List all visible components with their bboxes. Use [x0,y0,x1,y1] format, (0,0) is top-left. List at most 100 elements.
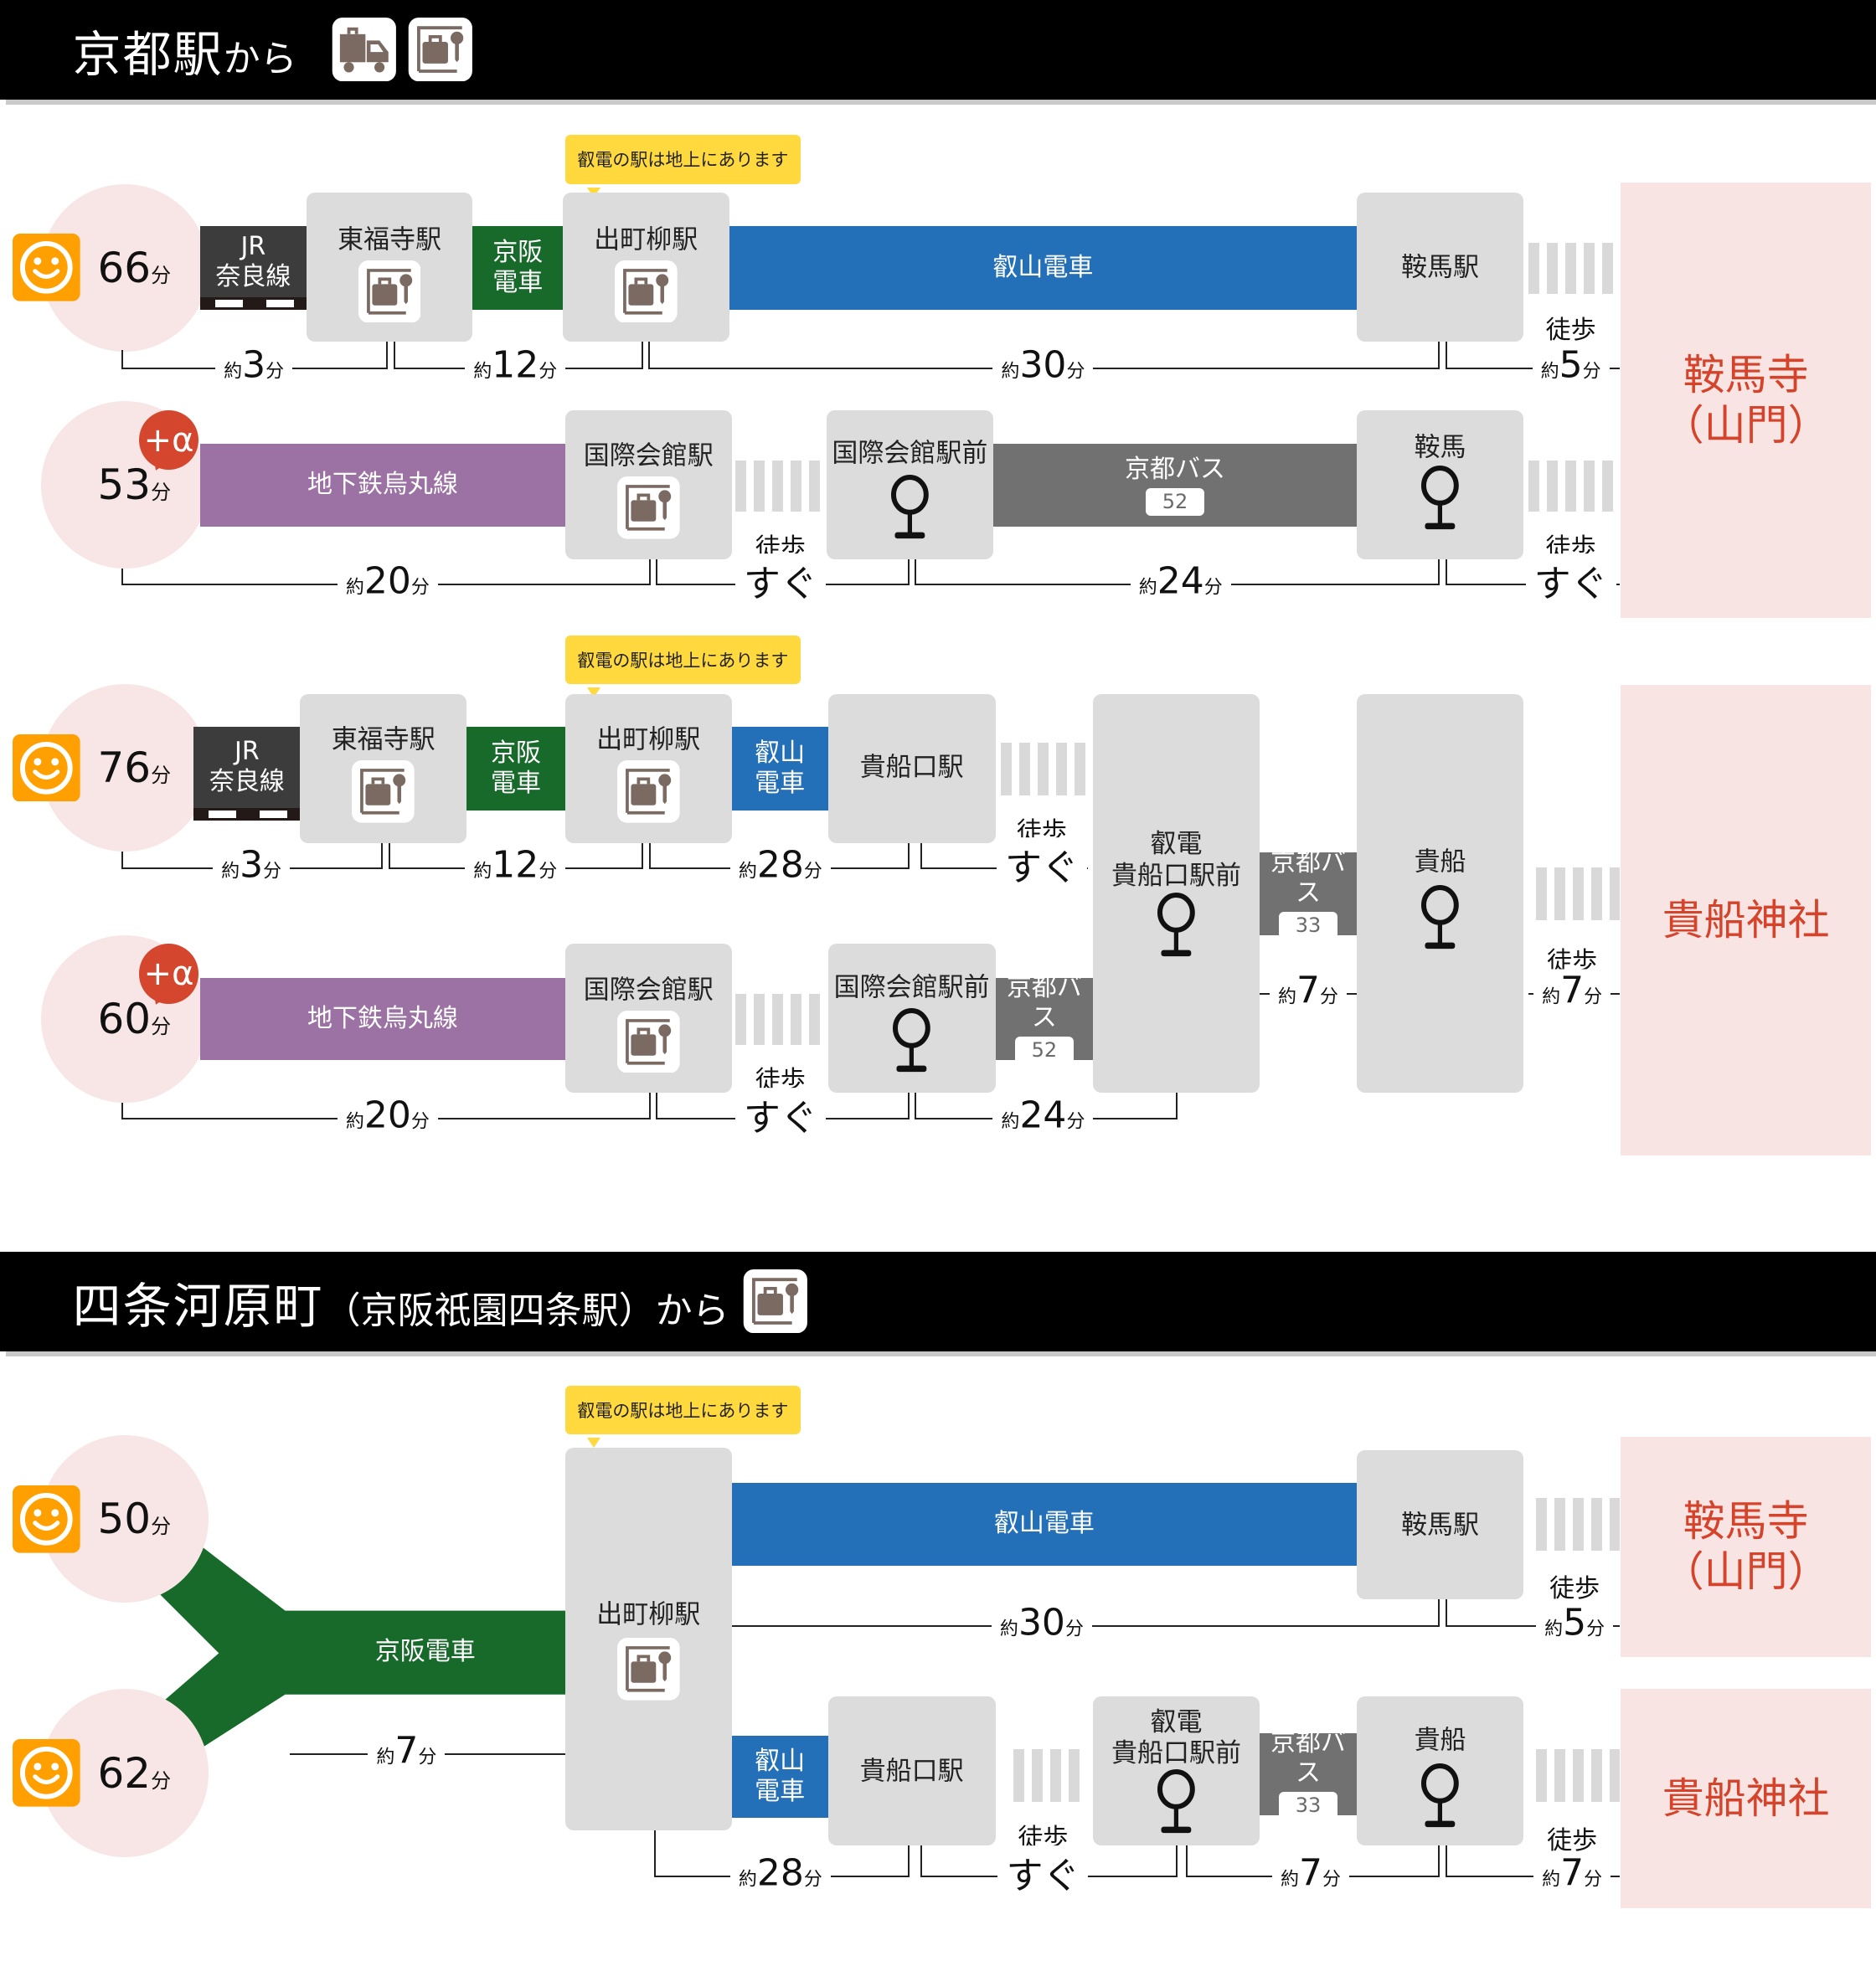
line-name: JR 奈良線 [215,231,291,291]
section-title-main: 京都駅 [72,25,224,83]
approx-prefix: 約 [224,361,243,383]
duration-bracket [1446,1625,1620,1628]
bracket-tick [121,569,123,586]
duration-unit: 分 [539,861,558,883]
walk-crosswalk [1013,1749,1081,1802]
destination-kuramadera: 鞍馬寺 （山門） [1621,1436,1872,1657]
bracket-tick [1446,341,1448,370]
bracket-tick [654,1830,656,1878]
line-name: 京都バス [1270,1728,1347,1788]
bracket-tick [908,1093,910,1120]
station-box[interactable] [827,1696,996,1846]
rail-dash [209,810,237,818]
station-name: 国際会館駅 [583,440,714,471]
bracket-tick [1185,1845,1188,1878]
section-title: 京都駅から [73,15,297,85]
station-name: 国際会館駅前 [833,972,990,1003]
line-name: 叡山電車 [993,1509,1095,1539]
bracket-tick [1438,1598,1440,1628]
approx-prefix: 約 [1542,986,1561,1008]
approx-prefix: 約 [738,1869,757,1891]
bracket-tick [121,1103,123,1120]
time-value: 60 [97,995,152,1044]
bracket-tick [649,558,652,586]
destination-kifune-shrine: 貴船神社 [1621,1689,1872,1908]
duration-value: すぐ [743,563,817,606]
duration-value: 24 [1157,559,1204,603]
rail-dash [214,300,243,308]
line-name: 京阪 電車 [492,238,544,298]
bus-stop-icon [1155,1769,1198,1835]
duration-value: 30 [1018,1601,1065,1644]
time-value: 53 [97,461,152,510]
approx-prefix: 約 [1542,1869,1561,1891]
approx-prefix: 約 [345,577,364,599]
duration-unit: 分 [410,577,430,599]
approx-prefix: 約 [738,861,757,883]
duration-unit: 分 [803,1869,822,1891]
coin-locker-icon [358,260,421,323]
duration-value: 7 [1296,969,1321,1012]
duration-unit: 分 [1582,361,1601,383]
duration-value: 7 [1560,1851,1585,1895]
plus-alpha-badge: +α [138,409,199,471]
station-name: 貴船口駅 [859,752,964,783]
station-name: 鞍馬駅 [1401,251,1480,282]
time-unit: 分 [151,263,172,287]
station-name: 鞍馬駅 [1401,1510,1480,1541]
rail-dash [265,300,294,308]
duration-unit: 分 [1586,1619,1605,1640]
time-unit: 分 [151,763,172,787]
duration-unit: 分 [410,1111,430,1133]
bus-stop-icon [889,475,931,540]
station-name: 貴船口駅 [859,1756,964,1787]
duration-value: 7 [1560,969,1585,1012]
recommended-smiley-icon [12,1739,80,1807]
station-name: 叡電 貴船口駅前 [1111,1706,1241,1768]
duration-label: すぐ [996,837,1087,892]
walk-crosswalk [1000,743,1091,795]
duration-value: 28 [756,843,804,887]
section-title-sub: から [223,37,297,80]
eizan-line: 叡山 電車 [731,1735,828,1819]
station-box[interactable] [1357,693,1523,1094]
bus-stop-icon [1419,465,1461,531]
bracket-tick [386,341,389,370]
duration-value: すぐ [1006,1855,1080,1898]
station-box[interactable] [827,693,996,843]
bracket-tick [908,842,910,870]
station-box[interactable] [1357,409,1523,559]
approx-prefix: 約 [999,1619,1018,1640]
station-box[interactable] [1357,192,1523,342]
approx-prefix: 約 [1280,1869,1299,1891]
duration-value: 5 [1559,343,1583,387]
approx-prefix: 約 [1278,986,1297,1008]
time-unit: 分 [151,1515,172,1539]
bracket-tick [121,350,123,370]
bracket-tick [655,558,657,586]
bus-stop-icon [1155,893,1198,958]
duration-value: 28 [756,1851,804,1895]
bracket-tick [642,842,644,870]
bracket-tick [647,341,650,370]
duration-value: 12 [492,843,539,887]
station-box[interactable] [1357,1450,1523,1599]
bus-stop-icon [890,1007,933,1073]
recommended-smiley-icon [12,733,80,802]
eizan-line: 叡山電車 [731,1483,1358,1566]
bracket-tick [1175,1093,1178,1120]
station-name: 鞍馬 [1414,432,1466,463]
bracket-tick [121,851,123,870]
line-name: 地下鉄烏丸線 [307,470,458,500]
duration-unit: 分 [1066,361,1085,383]
